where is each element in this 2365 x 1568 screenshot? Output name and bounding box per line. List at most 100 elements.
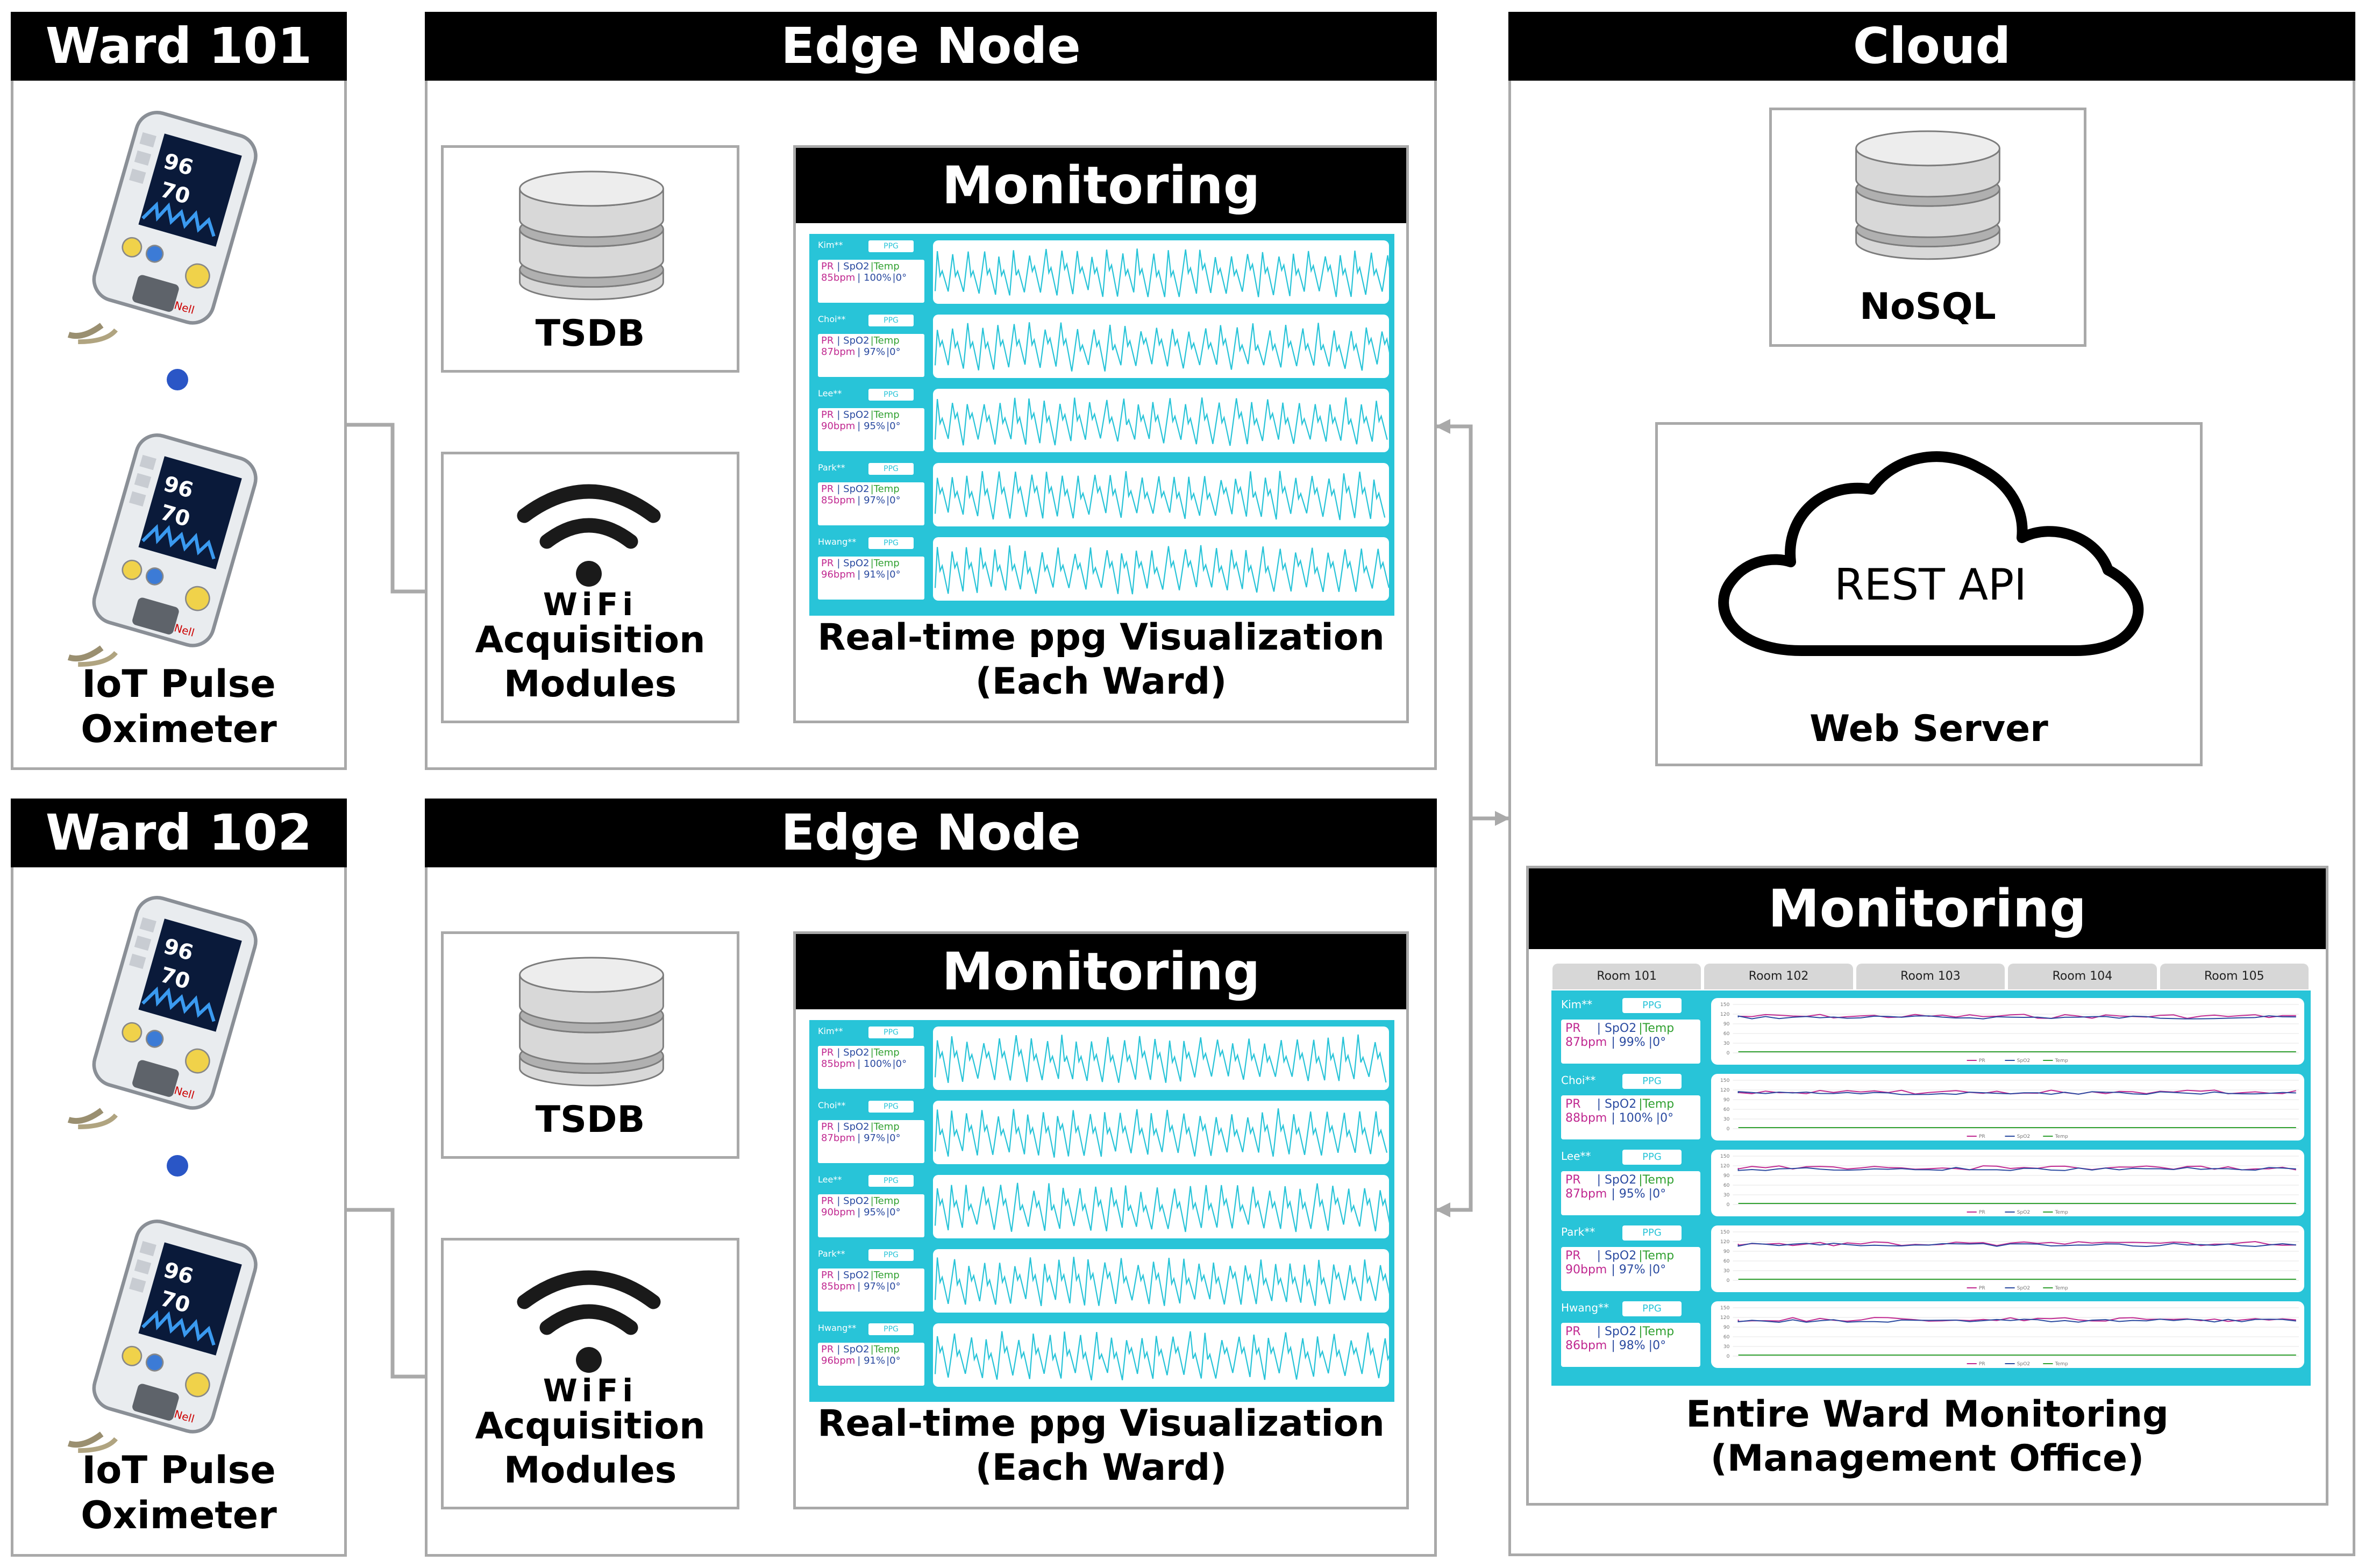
- spo2-value: | 99%: [1611, 1036, 1645, 1050]
- pr-label: PR: [821, 1270, 834, 1281]
- patient-name: Lee**: [1561, 1150, 1591, 1163]
- patient-name: Park**: [818, 462, 845, 473]
- patient-name: Hwang**: [1561, 1301, 1609, 1314]
- vitals-values: 85bpm| 100%|0°: [821, 272, 921, 284]
- ppg-tag: PPG: [868, 1175, 914, 1187]
- database-icon: [519, 957, 664, 1087]
- ppg-waveform: [933, 1249, 1389, 1313]
- ppg-wave-svg: [934, 397, 1388, 446]
- ppg-wave-svg: [934, 1034, 1387, 1084]
- ppg-wave-svg: [934, 471, 1386, 521]
- pr-label: PR: [821, 1047, 834, 1058]
- spo2-value: | 91%: [857, 1355, 886, 1366]
- y-tick-label: 90: [1723, 1249, 1730, 1255]
- temp-label: |Temp: [870, 1121, 900, 1132]
- patient-name: Choi**: [818, 1100, 846, 1110]
- device-caption-line-2: Oximeter: [81, 1493, 277, 1537]
- room-tab[interactable]: Room 105: [2160, 964, 2309, 989]
- legend-label: SpO2: [2017, 1210, 2031, 1215]
- ppg-wave-line: [934, 397, 1388, 446]
- vitals-values: 90bpm| 95%|0°: [821, 1207, 921, 1218]
- temp-value: |0°: [1648, 1339, 1666, 1353]
- room-tab[interactable]: Room 101: [1552, 964, 1701, 989]
- spo2-label: | SpO2: [837, 483, 870, 495]
- ppg-wave-svg: [934, 1108, 1388, 1158]
- ppg-waveform: [933, 389, 1389, 452]
- pr-label: PR: [821, 483, 834, 495]
- ppg-tag: PPG: [868, 1101, 914, 1113]
- y-tick-label: 0: [1727, 1278, 1730, 1284]
- temp-label: |Temp: [1639, 1249, 1675, 1263]
- legend-label: PR: [1979, 1058, 1986, 1064]
- temp-value: |0°: [886, 1355, 901, 1366]
- pr-value: 87bpm: [821, 1132, 856, 1144]
- temp-label: |Temp: [1639, 1097, 1675, 1111]
- vitals-labels: PR| SpO2|Temp: [821, 335, 921, 347]
- ppg-tag[interactable]: PPG: [1622, 1301, 1682, 1316]
- ppg-tag: PPG: [868, 1249, 914, 1261]
- ppg-wave-svg: [934, 1257, 1389, 1307]
- pr-label: PR: [821, 558, 834, 569]
- temp-label: |Temp: [1639, 1325, 1675, 1338]
- temp-value: |0°: [886, 1132, 901, 1144]
- device-caption: IoT Pulse Oximeter: [11, 661, 347, 752]
- spo2-label: | SpO2: [1597, 1325, 1637, 1338]
- edge-node-2-title: Edge Node: [425, 799, 1437, 867]
- spo2-label: | SpO2: [837, 409, 870, 420]
- device-caption-line-1: IoT Pulse: [82, 662, 276, 706]
- vitals-values: 86bpm| 98%|0°: [1565, 1339, 1696, 1353]
- arrow-ward2-to-acq: [347, 1208, 443, 1384]
- room-tab[interactable]: Room 102: [1704, 964, 1853, 989]
- tsdb-label: TSDB: [535, 1099, 645, 1141]
- temp-value: |0°: [886, 346, 901, 358]
- vitals-values: 96bpm| 91%|0°: [821, 569, 921, 581]
- room-tab[interactable]: Room 104: [2008, 964, 2157, 989]
- y-tick-label: 30: [1723, 1344, 1730, 1350]
- ppg-tag: PPG: [868, 1323, 914, 1335]
- vitals-values: 85bpm| 100%|0°: [821, 1058, 921, 1070]
- pr-value: 90bpm: [1565, 1263, 1607, 1277]
- vitals-values: 87bpm| 97%|0°: [821, 346, 921, 358]
- spo2-trend-line: [1737, 1015, 2296, 1020]
- temp-value: |0°: [1648, 1187, 1666, 1201]
- spo2-value: | 97%: [857, 1280, 886, 1292]
- room-tab[interactable]: Room 103: [1856, 964, 2005, 989]
- y-tick-label: 30: [1723, 1041, 1730, 1046]
- ward-102-title: Ward 102: [11, 799, 347, 867]
- patient-name: Lee**: [818, 388, 842, 398]
- ppg-wave-svg: [934, 248, 1389, 297]
- spo2-value: | 91%: [857, 568, 886, 580]
- legend-label: Temp: [2055, 1362, 2069, 1367]
- tsdb-label: TSDB: [535, 312, 645, 355]
- wifi-word: WiFi: [543, 586, 638, 623]
- spo2-value: | 100%: [857, 1058, 892, 1070]
- y-tick-label: 90: [1723, 1173, 1730, 1179]
- ppg-tag[interactable]: PPG: [1622, 1150, 1682, 1165]
- legend-label: Temp: [2055, 1210, 2069, 1215]
- ppg-tag[interactable]: PPG: [1622, 1074, 1682, 1089]
- ppg-waveform: [933, 463, 1389, 526]
- wifi-icon: [517, 1270, 661, 1373]
- spo2-value: | 95%: [857, 1206, 886, 1218]
- ppg-tag[interactable]: PPG: [1622, 998, 1682, 1013]
- monitoring-2-caption: Real-time ppg Visualization (Each Ward): [793, 1402, 1409, 1489]
- ppg-tag[interactable]: PPG: [1622, 1225, 1682, 1241]
- spo2-value: | 97%: [1611, 1263, 1645, 1277]
- ppg-tag: PPG: [868, 463, 914, 475]
- spo2-trend-line: [1737, 1243, 2296, 1248]
- spo2-label: | SpO2: [837, 1047, 870, 1058]
- temp-label: |Temp: [870, 558, 900, 569]
